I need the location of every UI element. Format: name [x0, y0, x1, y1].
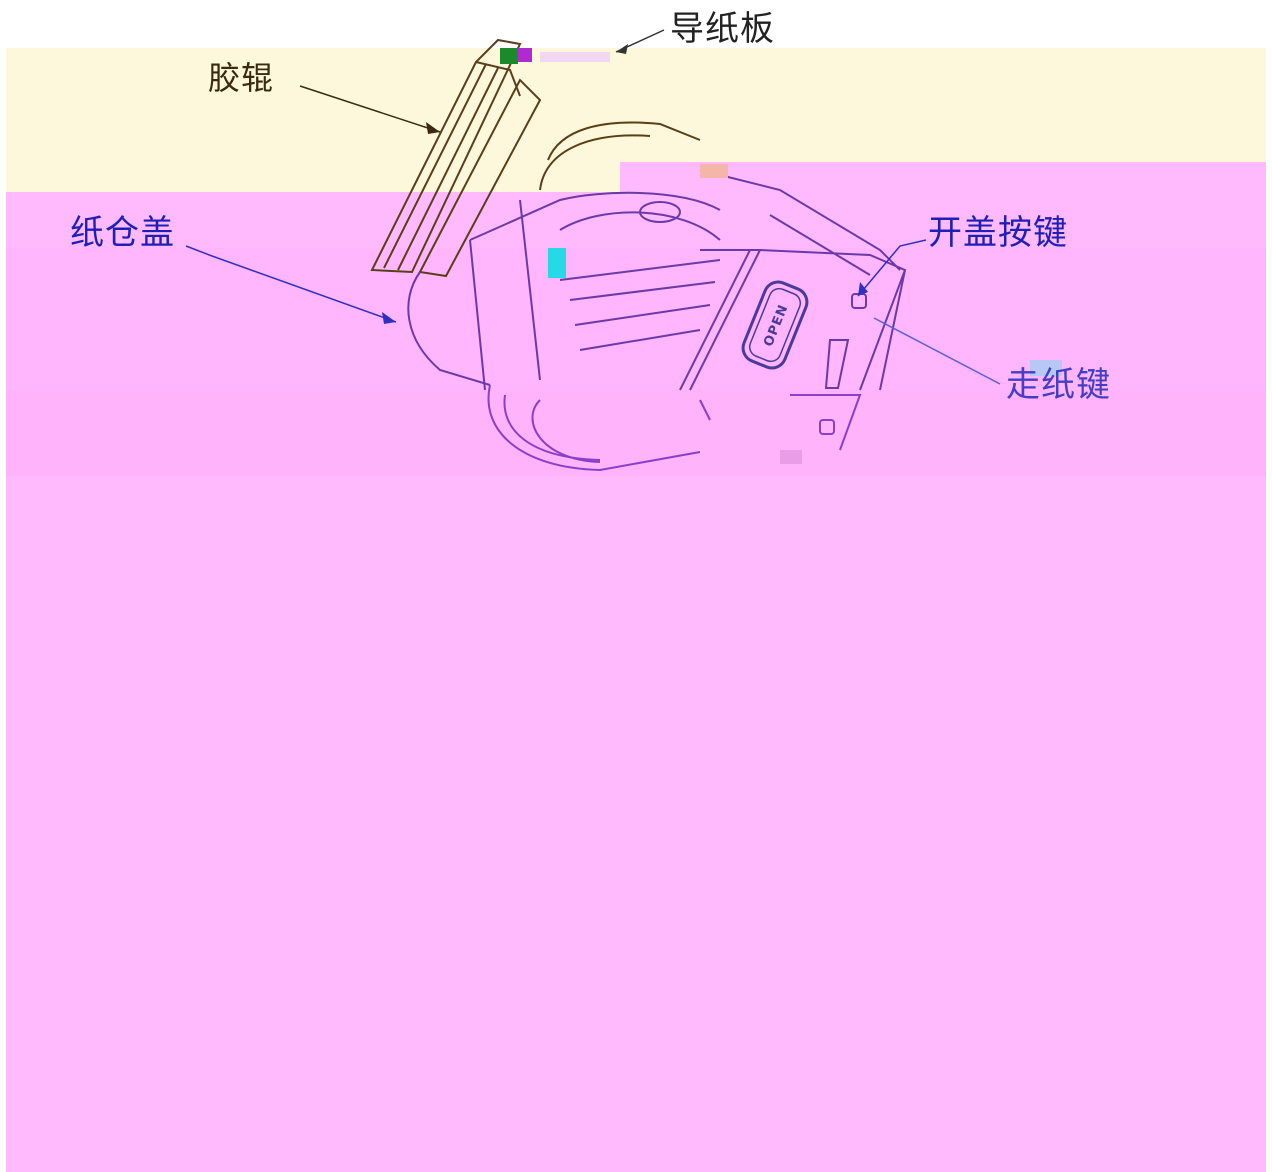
open-button-drawing: OPEN — [741, 280, 809, 370]
pink-band-bottom — [6, 476, 1266, 1172]
noise-block-blue — [1030, 360, 1062, 376]
rubber-roller-leader — [299, 85, 441, 133]
noise-block-peach — [700, 164, 728, 178]
rubber-roller-label: 胶辊 — [208, 59, 275, 97]
noise-block-cyan — [548, 248, 566, 278]
rubber-roller — [418, 78, 701, 278]
leader-lines — [185, 29, 1001, 385]
feed-key-label: 走纸键 — [1006, 365, 1111, 405]
paper-cover-leader — [185, 245, 397, 323]
feed-key-leader — [873, 317, 1001, 385]
paper-guide-plate — [370, 38, 522, 274]
noise-block-purple — [518, 48, 532, 62]
open-key-leader — [857, 239, 927, 297]
side-panel — [679, 249, 907, 391]
open-key-label: 开盖按键 — [928, 213, 1068, 253]
paper-compartment — [407, 169, 901, 391]
arrowheads — [382, 44, 868, 324]
paper-cover-label: 纸仓盖 — [70, 213, 175, 253]
feed-key-slot — [824, 293, 867, 389]
paper-guide-label: 导纸板 — [670, 9, 775, 49]
printer-base — [487, 384, 862, 472]
pink-band-lower — [6, 390, 1266, 476]
noise-block-green — [500, 48, 518, 64]
open-button-text: OPEN — [761, 302, 792, 349]
noise-block-pink — [780, 450, 802, 464]
noise-block-light — [540, 52, 610, 62]
